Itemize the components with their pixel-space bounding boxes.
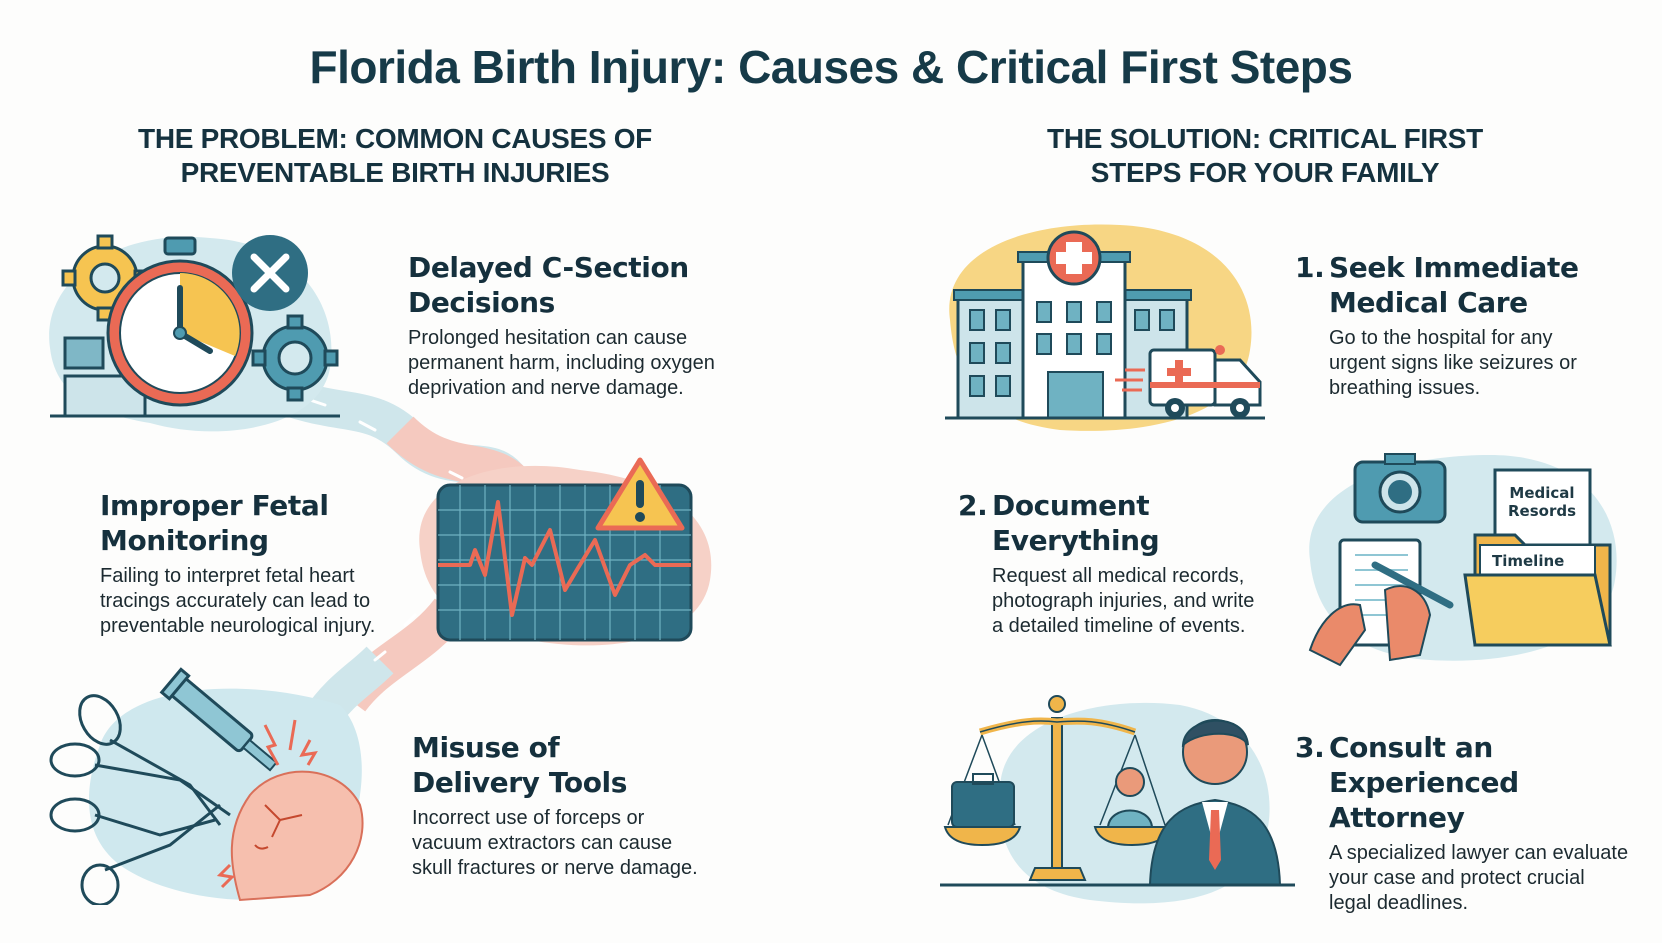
step-number: 2. — [958, 489, 988, 522]
scales-attorney-icon — [940, 690, 1300, 910]
cause-description: Prolonged hesitation can cause permanent… — [408, 327, 715, 399]
cause-description: Failing to interpret fetal heart tracing… — [100, 565, 376, 637]
cause-title: Misuse of Delivery Tools — [412, 731, 627, 799]
step-number: 1. — [1295, 251, 1325, 284]
step-title: 1. Seek Immediate Medical Care — [1295, 251, 1579, 319]
cause-item-fetal-monitoring: Improper Fetal Monitoring Failing to int… — [100, 488, 430, 639]
cause-item-delayed-c-section: Delayed C-Section Decisions Prolonged he… — [408, 250, 748, 401]
timeline-label: Timeline — [1492, 552, 1564, 570]
step-description: A specialized lawyer can evaluate your c… — [1329, 842, 1629, 914]
step-description: Go to the hospital for any urgent signs … — [1329, 327, 1577, 399]
heart-monitor-warning-icon — [410, 440, 730, 660]
problem-heading: THE PROBLEM: COMMON CAUSES OF PREVENTABL… — [90, 122, 700, 190]
step-description: Request all medical records, photograph … — [992, 565, 1255, 637]
medical-records-label-line2: Resords — [1508, 502, 1576, 520]
step-item-document-everything: 2. Document Everything Request all medic… — [958, 488, 1288, 639]
solution-heading: THE SOLUTION: CRITICAL FIRST STEPS FOR Y… — [990, 122, 1540, 190]
problem-heading-line2: PREVENTABLE BIRTH INJURIES — [180, 157, 610, 188]
hospital-ambulance-icon — [930, 210, 1280, 440]
step-title: 3. Consult an Experienced Attorney — [1295, 731, 1519, 834]
cause-description: Incorrect use of forceps or vacuum extra… — [412, 807, 698, 879]
stopwatch-delay-icon — [40, 218, 360, 438]
medical-records-label-line1: Medical — [1509, 484, 1574, 502]
step-title: 2. Document Everything — [958, 489, 1160, 557]
step-item-consult-attorney: 3. Consult an Experienced Attorney A spe… — [1295, 730, 1655, 916]
problem-heading-line1: THE PROBLEM: COMMON CAUSES OF — [138, 123, 652, 154]
cause-title: Improper Fetal Monitoring — [100, 489, 329, 557]
step-number: 3. — [1295, 731, 1325, 764]
forceps-vacuum-baby-icon — [40, 665, 380, 905]
camera-notes-folder-icon: Medical Resords Timeline — [1290, 440, 1630, 670]
page-title: Florida Birth Injury: Causes & Critical … — [309, 41, 1353, 93]
cause-title: Delayed C-Section Decisions — [408, 251, 689, 319]
cause-item-delivery-tools: Misuse of Delivery Tools Incorrect use o… — [412, 730, 742, 881]
solution-heading-line1: THE SOLUTION: CRITICAL FIRST — [1047, 123, 1483, 154]
step-item-medical-care: 1. Seek Immediate Medical Care Go to the… — [1295, 250, 1655, 401]
solution-heading-line2: STEPS FOR YOUR FAMILY — [1090, 157, 1440, 188]
